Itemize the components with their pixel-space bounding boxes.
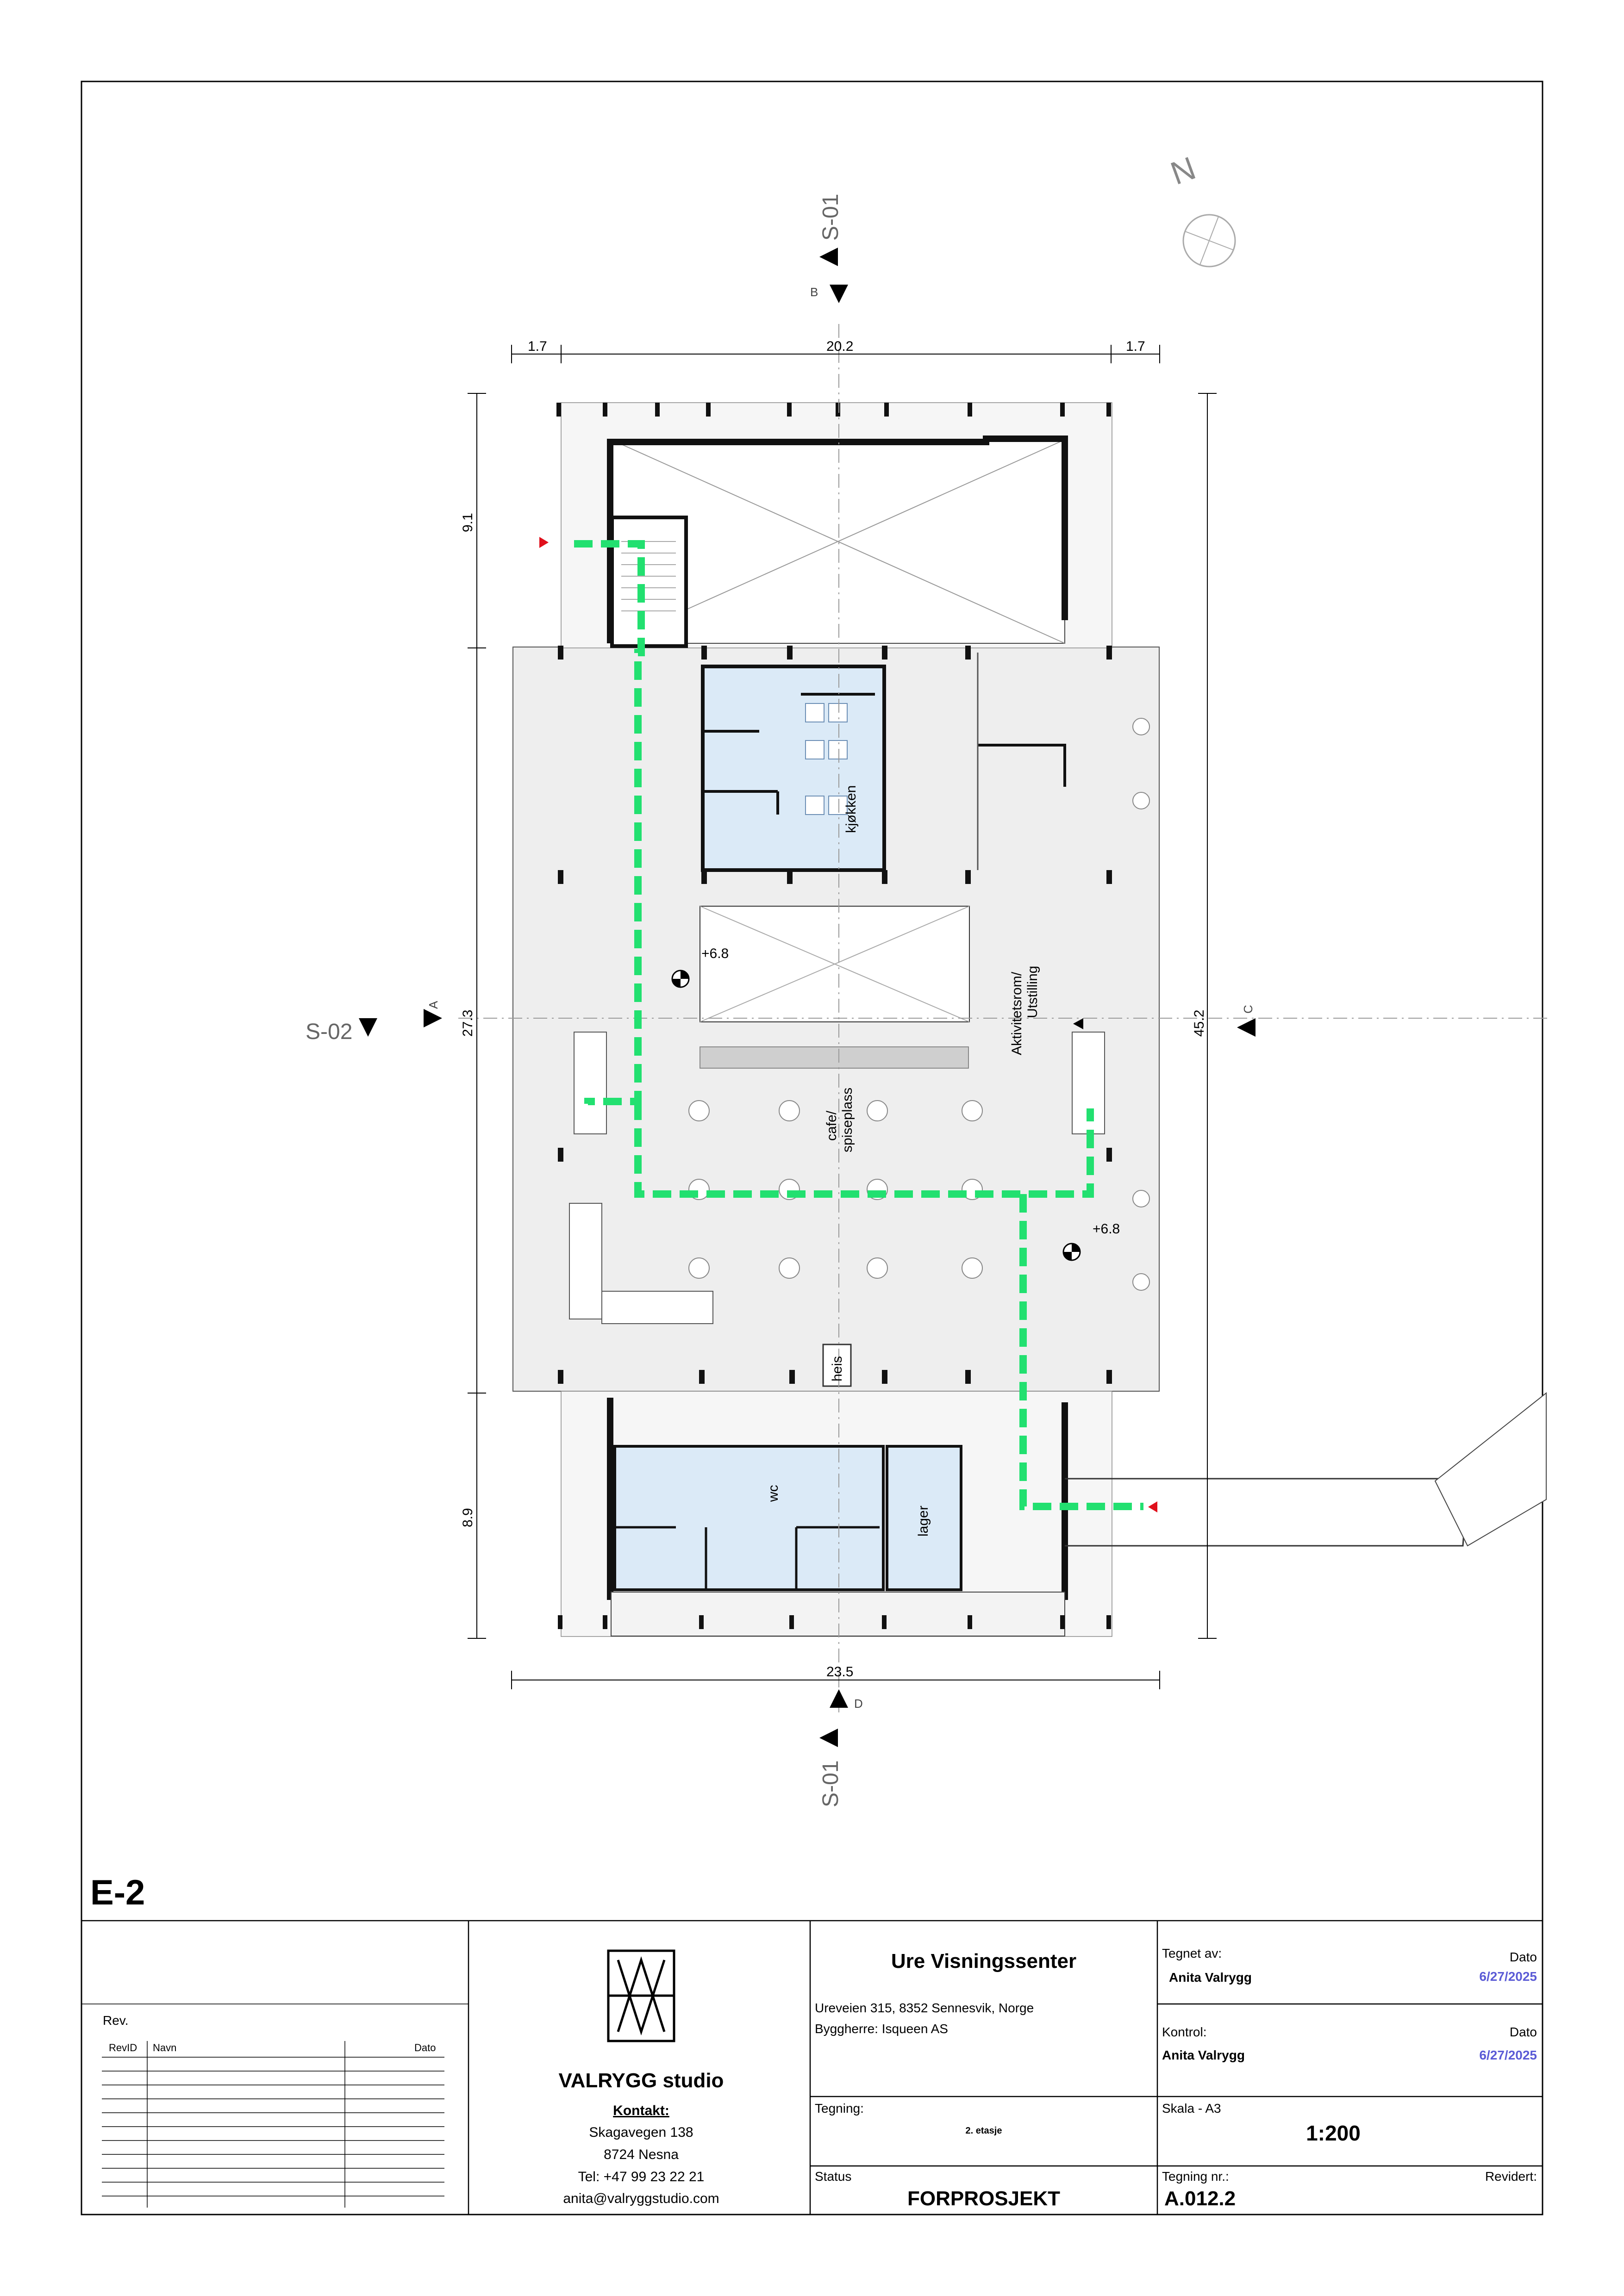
- s01-bottom-letter: D: [854, 1697, 863, 1711]
- floor-plan: [458, 324, 1551, 1712]
- level-west: +6.8: [701, 946, 729, 961]
- contact-label: Kontakt:: [613, 2103, 669, 2118]
- drawn-by-label: Tegnet av:: [1162, 1946, 1222, 1960]
- elevator: [822, 1344, 852, 1387]
- room-wc: wc: [766, 1485, 781, 1502]
- revision-table: [102, 2041, 444, 2208]
- sheet-label: E-2: [90, 1873, 145, 1912]
- status-label: Status: [815, 2169, 851, 2184]
- section-marker-east: C: [1073, 1005, 1255, 1037]
- s01-bottom-label: S-01: [818, 1761, 843, 1807]
- dim-top-middle: 20.2: [826, 339, 853, 354]
- lower-corridor: [611, 1592, 1065, 1636]
- columns: [556, 403, 1112, 1629]
- control-label: Kontrol:: [1162, 2025, 1207, 2039]
- room-cafe-line1: cafe/: [824, 1110, 839, 1141]
- escape-route-north: [574, 540, 1094, 1198]
- rev-col-id: RevID: [109, 2042, 137, 2053]
- scale-value: 1:200: [1306, 2121, 1361, 2145]
- counter: [700, 1046, 969, 1069]
- dim-right-total: 45.2: [1192, 1010, 1207, 1037]
- title-block: [81, 1920, 1543, 2215]
- drawing-label: Tegning:: [815, 2101, 864, 2116]
- wc-block: [613, 1445, 885, 1591]
- project-address: Ureveien 315, 8352 Sennesvik, Norge: [815, 2001, 1034, 2015]
- east-letter: C: [1241, 1005, 1255, 1014]
- kitchen-room: [701, 665, 886, 872]
- dim-left-bottom: 8.9: [460, 1508, 475, 1527]
- level-east: +6.8: [1093, 1221, 1120, 1237]
- control-date-label: Dato: [1510, 2025, 1537, 2039]
- drawing-no-label: Tegning nr.:: [1162, 2169, 1229, 2184]
- dim-left-top: 9.1: [460, 513, 475, 532]
- drawing-no: A.012.2: [1164, 2187, 1236, 2210]
- contact-line-4: anita@valryggstudio.com: [563, 2191, 719, 2206]
- s02-label: S-02: [306, 1020, 352, 1044]
- project-client: Byggherre: Isqueen AS: [815, 2022, 948, 2036]
- storage-room: [886, 1445, 962, 1591]
- status-value: FORPROSJEKT: [907, 2187, 1060, 2210]
- dim-left-middle: 27.3: [460, 1010, 475, 1037]
- dim-top-left: 1.7: [528, 339, 547, 354]
- section-marker-s02: S-02 A: [306, 1001, 442, 1044]
- drawn-date-label: Dato: [1510, 1950, 1537, 1964]
- room-storage: lager: [916, 1506, 931, 1537]
- cafe-tables: [688, 718, 1150, 1291]
- stair-landing: [601, 1291, 713, 1324]
- control-by: Anita Valrygg: [1162, 2048, 1245, 2062]
- north-arrow: N: [1166, 150, 1236, 268]
- stair-west: [574, 1032, 607, 1134]
- exit-arrow-south: [1148, 1501, 1157, 1512]
- room-cafe-line2: spiseplass: [840, 1088, 855, 1152]
- sheet-border: [81, 81, 1543, 2215]
- exterior-stair: [1434, 1392, 1547, 1547]
- room-activity-line2: Utstilling: [1025, 966, 1040, 1018]
- stair-lower-west: [569, 1203, 602, 1319]
- room-elevator: heis: [830, 1356, 845, 1381]
- revised-label: Revidert:: [1485, 2169, 1537, 2184]
- studio-logo: [607, 1949, 675, 2042]
- north-label: N: [1166, 150, 1200, 192]
- contact-line-2: 8724 Nesna: [604, 2147, 679, 2162]
- s01-top-letter: B: [810, 285, 818, 299]
- level-marker-east: [1062, 1243, 1081, 1261]
- dim-top-right: 1.7: [1126, 339, 1145, 354]
- s02-letter: A: [426, 1001, 440, 1009]
- contact-line-3: Tel: +47 99 23 22 21: [578, 2169, 705, 2184]
- dim-bottom-total: 23.5: [826, 1664, 853, 1680]
- rev-col-name: Navn: [153, 2042, 176, 2053]
- drawn-by: Anita Valrygg: [1169, 1970, 1252, 1985]
- drawn-date: 6/27/2025: [1479, 1969, 1537, 1984]
- upper-wall: [607, 436, 1068, 643]
- studio-name: VALRYGG studio: [559, 2069, 724, 2092]
- room-kitchen: kjøkken: [843, 785, 859, 833]
- section-marker-s01-top: S-01 B: [810, 194, 848, 303]
- contact-line-1: Skagavegen 138: [589, 2125, 693, 2140]
- scale-label: Skala - A3: [1162, 2101, 1221, 2116]
- exit-arrow-north: [539, 537, 549, 548]
- section-marker-s01-bottom: D S-01: [818, 1689, 863, 1807]
- s01-top-label: S-01: [818, 194, 843, 241]
- escape-route-south: [1019, 1194, 1143, 1510]
- rev-label: Rev.: [103, 2013, 129, 2028]
- project-name: Ure Visningssenter: [891, 1950, 1076, 1972]
- dimension-lines: [468, 345, 1217, 1689]
- level-marker-west: [671, 970, 690, 988]
- drawing-name: 2. etasje: [966, 2126, 1002, 2136]
- room-activity-line1: Aktivitetsrom/: [1009, 971, 1024, 1055]
- rev-col-date: Dato: [414, 2042, 436, 2053]
- control-date: 6/27/2025: [1479, 2048, 1537, 2062]
